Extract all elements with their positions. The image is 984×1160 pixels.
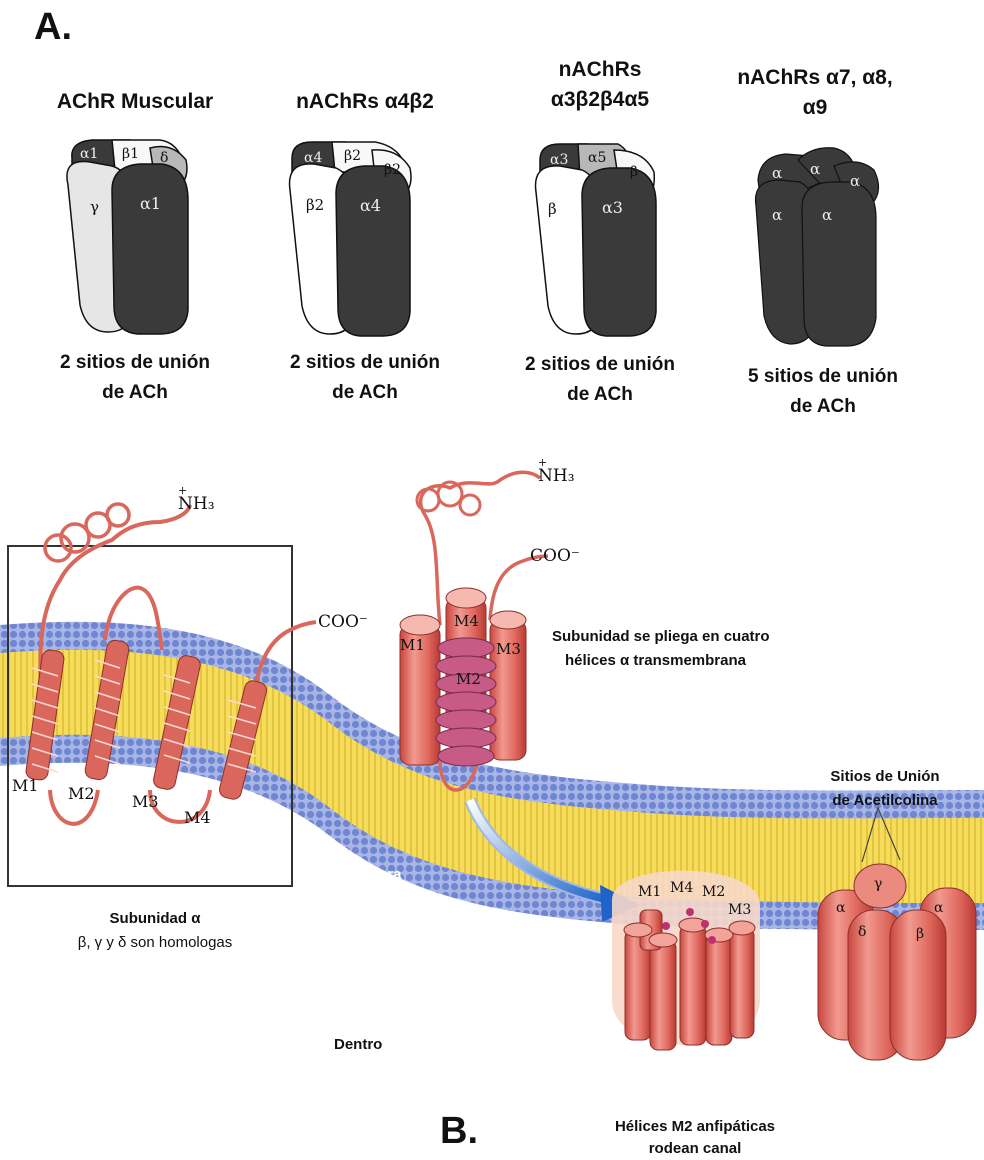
subunit-label: α <box>772 206 782 224</box>
pentamer-label: δ <box>858 924 866 940</box>
receptor-a7-caption-line1: 5 sitios de unión <box>708 366 938 388</box>
receptor-muscle-caption-line2: de ACh <box>20 382 250 404</box>
pentamer-label: γ <box>874 876 882 892</box>
pentamer-label: α <box>934 900 943 916</box>
receptor-a4b2-title: nAChRs α4β2 <box>260 90 470 114</box>
receptor-muscle-diagram <box>67 140 188 334</box>
channel-label-m1: M1 <box>638 884 661 900</box>
receptor-a3-title-line2: α3β2β4α5 <box>500 88 700 112</box>
channel-caption-line1: Hélices M2 anfipáticas <box>570 1118 820 1135</box>
bundle-coo-label: COO⁻ <box>530 546 580 566</box>
bundle-label-m1: M1 <box>400 636 425 654</box>
subunit-label: α5 <box>588 150 606 166</box>
subunit-label: α <box>810 160 820 178</box>
receptor-a4b2-caption-line1: 2 sitios de unión <box>250 352 480 374</box>
subunit-label: α <box>772 164 782 182</box>
inside-label: Dentro <box>334 1036 382 1053</box>
subunit-caption-line1: Subunidad α <box>60 910 250 927</box>
panel-b-label: B. <box>440 1110 478 1153</box>
fold-caption-line2: hélices α transmembrana <box>565 652 746 669</box>
subunit-label: α <box>822 206 832 224</box>
receptor-muscle-title: AChR Muscular <box>30 90 240 114</box>
subunit-label: β1 <box>122 146 139 162</box>
binding-sites-line1: Sitios de Unión <box>800 768 970 785</box>
subunit-label: β2 <box>384 162 401 178</box>
helix-label-m4: M4 <box>184 808 211 827</box>
nh3-label: NH₃ <box>178 494 215 514</box>
receptor-a7-title-line1: nAChRs α7, α8, <box>710 66 920 90</box>
receptor-a3-caption-line2: de ACh <box>485 384 715 406</box>
receptor-a3-title-line1: nAChRs <box>500 58 700 82</box>
helix-label-m2: M2 <box>68 784 95 803</box>
channel-label-m3: M3 <box>728 902 751 918</box>
subunit-label: α1 <box>80 146 98 162</box>
subunit-label: α3 <box>602 198 623 217</box>
subunit-label: β2 <box>344 148 361 164</box>
outside-label: Afuera <box>354 866 402 883</box>
helix-label-m1: M1 <box>12 776 39 795</box>
receptor-a7-caption-line2: de ACh <box>708 396 938 418</box>
subunit-label: γ <box>90 198 99 216</box>
channel-cylinders <box>612 871 760 1050</box>
receptor-a7-title-line2: α9 <box>710 96 920 120</box>
subunit-label: α1 <box>140 194 161 213</box>
bundle-label-m4: M4 <box>454 612 479 630</box>
subunit-label: δ <box>160 150 168 166</box>
folded-helix-bundle <box>400 472 548 790</box>
bundle-nh3-label: NH₃ <box>538 466 575 486</box>
subunit-label: β <box>630 164 638 180</box>
channel-label-m4: M4 <box>670 880 693 896</box>
subunit-label: β <box>548 200 557 218</box>
channel-label-m2: M2 <box>702 884 725 900</box>
subunit-label: α4 <box>360 196 381 215</box>
receptor-a4b2-caption-line2: de ACh <box>250 382 480 404</box>
helix-label-m3: M3 <box>132 792 159 811</box>
receptor-muscle-caption-line1: 2 sitios de unión <box>20 352 250 374</box>
fold-caption-line1: Subunidad se pliega en cuatro <box>552 628 770 645</box>
pentamer-label: β <box>916 926 924 942</box>
subunit-label: α <box>850 172 860 190</box>
coo-label: COO⁻ <box>318 612 368 632</box>
channel-caption-line2: rodean canal <box>570 1140 820 1157</box>
binding-sites-line2: de Acetilcolina <box>800 792 970 809</box>
receptor-a3-caption-line1: 2 sitios de unión <box>485 354 715 376</box>
panel-a-label: A. <box>34 6 72 49</box>
bundle-label-m3: M3 <box>496 640 521 658</box>
subunit-label: α4 <box>304 150 322 166</box>
pentamer-label: α <box>836 900 845 916</box>
subunit-label: α3 <box>550 152 568 168</box>
bundle-label-m2: M2 <box>456 670 481 688</box>
subunit-label: β2 <box>306 196 324 214</box>
subunit-caption-line2: β, γ y δ son homologas <box>30 934 280 951</box>
